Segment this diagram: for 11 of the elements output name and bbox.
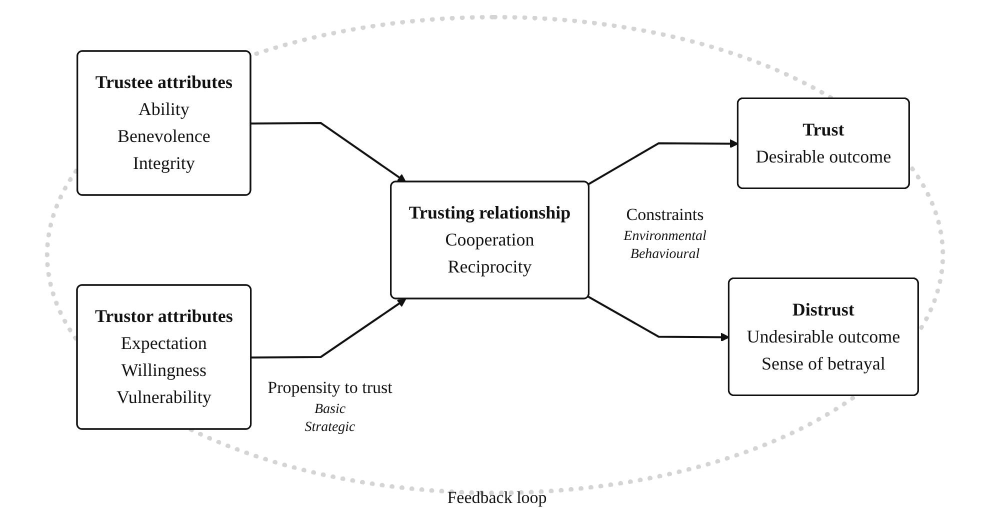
note-heading: Feedback loop	[447, 488, 547, 508]
note-item: Environmental	[624, 229, 706, 245]
note-item: Basic	[314, 402, 346, 418]
note-heading: Constraints	[626, 205, 704, 225]
arrow	[251, 298, 406, 358]
note-item: Behavioural	[630, 247, 700, 263]
arrow	[250, 122, 406, 182]
arrow	[588, 139, 739, 186]
arrow	[588, 296, 730, 342]
note-item: Strategic	[304, 420, 356, 436]
note-heading: Propensity to trust	[268, 378, 392, 398]
